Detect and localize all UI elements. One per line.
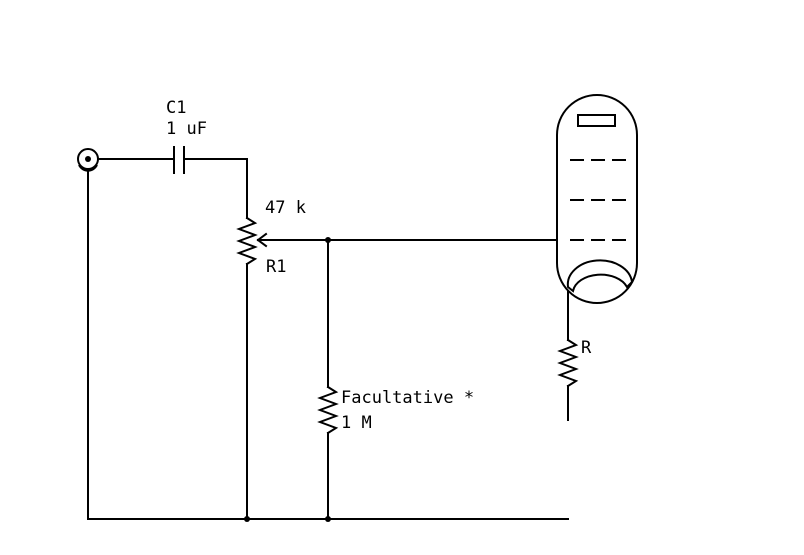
junction-dot [325, 516, 331, 522]
input-ground-wire [87, 168, 569, 520]
tube-anode [577, 114, 616, 127]
potentiometer-name: R1 [266, 257, 286, 277]
optional-resistor-symbol [317, 385, 339, 435]
optional-resistor-value: 1 M [341, 413, 372, 433]
cathode-resistor-symbol [557, 338, 579, 388]
capacitor-c1-symbol [173, 146, 185, 174]
vacuum-tube-icon [556, 94, 638, 304]
capacitor-value: 1 uF [166, 119, 207, 139]
optional-resistor-label: Facultative * [341, 388, 474, 408]
tube-cathode [566, 259, 634, 293]
cathode-resistor-name: R [581, 338, 592, 358]
potentiometer-r1-symbol [236, 216, 258, 266]
capacitor-name: C1 [166, 98, 186, 118]
tube-grid-lines [570, 159, 626, 241]
capacitor-to-pot-wire [183, 158, 248, 219]
input-jack-icon [77, 148, 99, 172]
junction-dot [244, 516, 250, 522]
potentiometer-value: 47 k [265, 198, 306, 218]
